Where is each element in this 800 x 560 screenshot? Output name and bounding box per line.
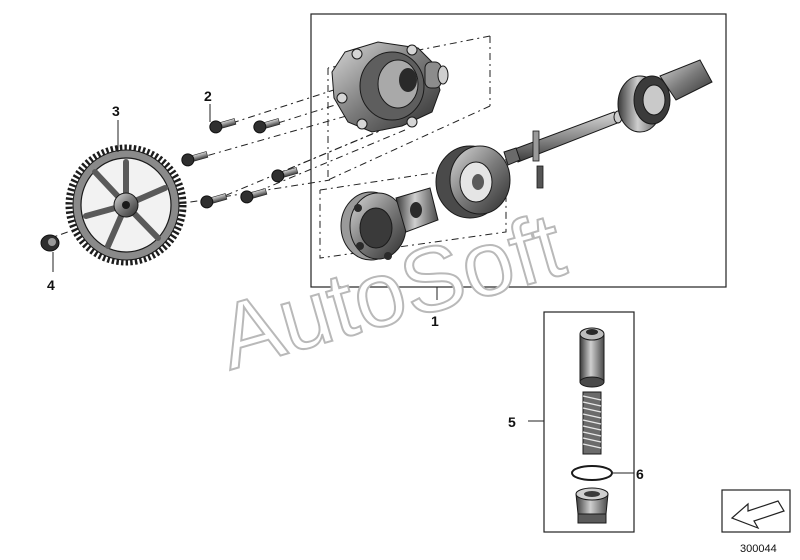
callout-2[interactable]: 2 — [204, 88, 212, 104]
gear-nut[interactable] — [40, 234, 60, 252]
callout-3[interactable]: 3 — [112, 103, 120, 119]
rear-rotor[interactable] — [617, 59, 713, 133]
mounting-bolts[interactable] — [180, 116, 299, 210]
outer-rotor-housing[interactable] — [340, 191, 407, 261]
relief-valve-frame: 5 — [508, 311, 635, 533]
callout-4[interactable]: 4 — [47, 277, 55, 293]
pump-shaft[interactable] — [503, 110, 623, 166]
bolt — [253, 118, 281, 134]
pump-assembly-frame: 1 — [310, 13, 727, 329]
bolt — [240, 188, 268, 204]
callout-5[interactable]: 5 — [508, 414, 516, 430]
callout-6[interactable]: 6 — [636, 466, 644, 482]
relief-valve-piston[interactable] — [579, 327, 605, 388]
relief-valve-plug[interactable] — [575, 487, 609, 524]
drive-pin[interactable] — [532, 130, 544, 189]
sealing-ring[interactable] — [571, 465, 613, 481]
figure-number: 300044 — [740, 543, 777, 555]
arrow-back-icon[interactable] — [721, 489, 791, 533]
bolt — [200, 193, 228, 209]
bolt — [271, 167, 299, 183]
callout-1[interactable]: 1 — [431, 313, 439, 329]
pump-housing[interactable] — [331, 41, 449, 133]
bolt — [181, 151, 209, 167]
bolt — [209, 118, 237, 134]
relief-valve-spring[interactable] — [582, 391, 602, 455]
inner-rotor[interactable] — [395, 187, 439, 233]
outer-rotor[interactable] — [435, 145, 511, 219]
drive-gear[interactable] — [65, 144, 187, 266]
